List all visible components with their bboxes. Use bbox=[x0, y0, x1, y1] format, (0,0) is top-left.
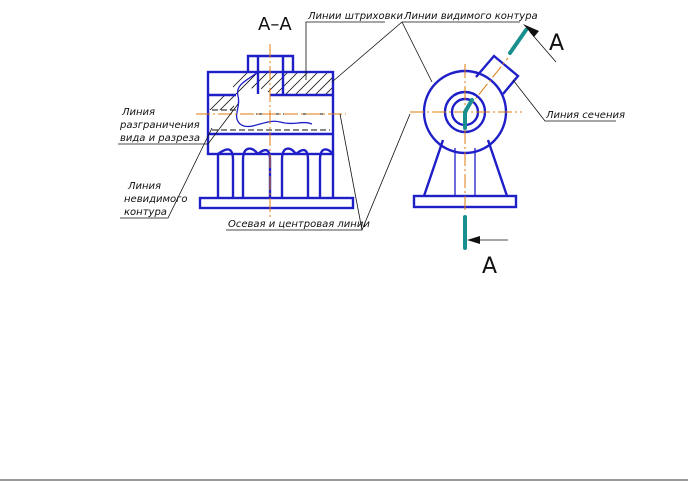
top-arrowhead bbox=[523, 24, 539, 37]
section-line-bend bbox=[463, 98, 474, 130]
rib-right bbox=[295, 148, 310, 198]
boundary-leader bbox=[118, 103, 239, 145]
rib-right-inner bbox=[318, 148, 334, 198]
rib-mid-inner bbox=[280, 147, 297, 198]
label-hidden-1: Линия bbox=[127, 181, 161, 192]
top-arrow-line bbox=[529, 31, 557, 63]
label-section-line: Линия сечения bbox=[545, 110, 625, 121]
label-visible-contour: Линии видимого контура bbox=[403, 11, 538, 22]
pipe-stub bbox=[475, 54, 520, 95]
visible-contour-leader bbox=[331, 21, 520, 83]
section-line-leader bbox=[512, 79, 616, 122]
support-sides bbox=[422, 139, 509, 197]
leader-lines bbox=[118, 21, 616, 244]
section-title: А–А bbox=[258, 14, 292, 35]
side-view bbox=[410, 28, 528, 250]
base-plate bbox=[198, 196, 355, 210]
boss-bore bbox=[256, 56, 285, 94]
rib-left bbox=[217, 148, 235, 198]
section-mark-top: А bbox=[549, 31, 564, 56]
leg-outer bbox=[216, 154, 335, 198]
rib-left-inner bbox=[241, 147, 259, 198]
label-axis-lines: Осевая и центровая линии bbox=[228, 219, 370, 230]
hatch-area bbox=[208, 72, 333, 110]
label-boundary-1: Линия bbox=[121, 107, 155, 118]
label-hidden-2: невидимого bbox=[124, 194, 188, 205]
bottom-arrowhead bbox=[467, 236, 480, 244]
hatch-leader bbox=[305, 21, 385, 80]
label-boundary-2: разграничения bbox=[119, 120, 200, 131]
label-hidden-3: контура bbox=[124, 207, 167, 218]
section-mark-bottom: А bbox=[482, 254, 497, 279]
section-view bbox=[196, 44, 355, 218]
axis-leader bbox=[226, 113, 411, 231]
hidden-contour-leader bbox=[120, 127, 213, 219]
hidden-lines bbox=[212, 109, 330, 131]
view-section-boundary-line bbox=[235, 71, 313, 128]
support-web bbox=[454, 148, 476, 196]
label-hatch-lines: Линии штриховки bbox=[307, 11, 404, 22]
section-line-top bbox=[508, 28, 528, 55]
label-boundary-3: вида и разреза bbox=[120, 133, 200, 144]
rib-mid bbox=[257, 148, 272, 198]
